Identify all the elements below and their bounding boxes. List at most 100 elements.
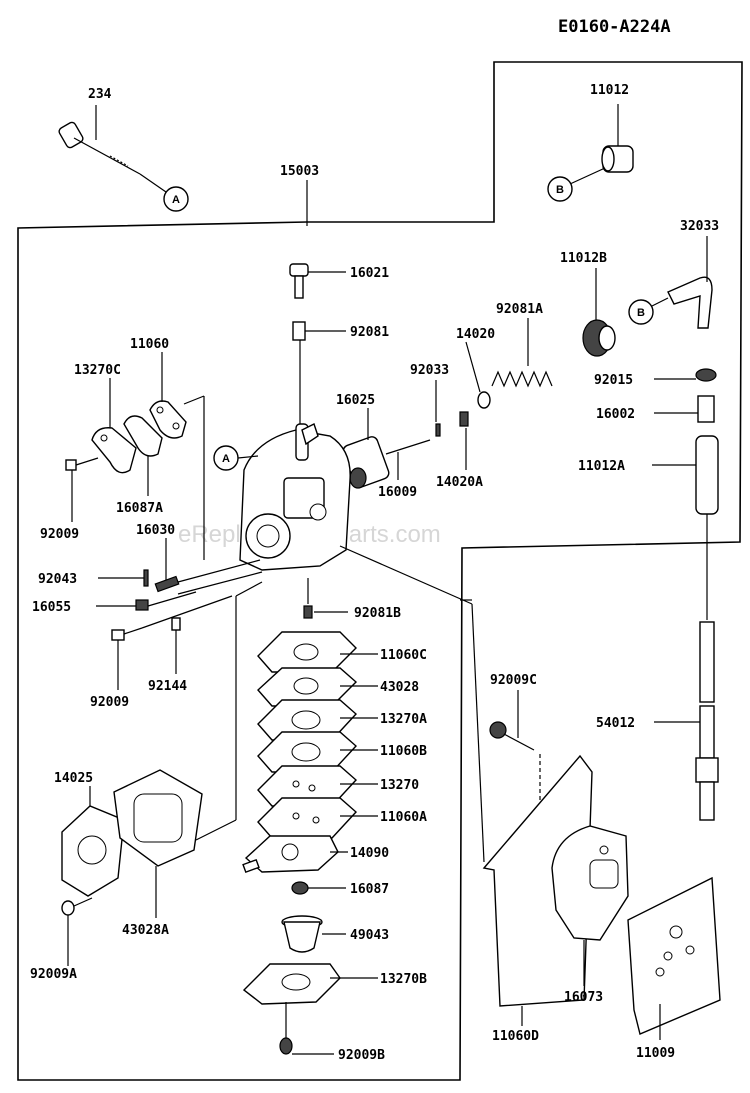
pin-92043 xyxy=(143,569,149,587)
label-13270A: 13270A xyxy=(380,712,427,727)
ref-b-mid: B xyxy=(637,307,645,319)
ref-a-body: A xyxy=(222,453,230,465)
diagram-code: E0160-A224A xyxy=(558,17,671,37)
ref-b-top: B xyxy=(556,184,564,196)
label-11012B: 11012B xyxy=(560,251,607,266)
ref-a-top: A xyxy=(172,194,180,206)
label-16025: 16025 xyxy=(336,393,375,408)
link-body-right-down xyxy=(471,603,485,863)
primer-bulb-49043 xyxy=(281,915,323,953)
lever-16030 xyxy=(154,575,180,593)
link-43028A xyxy=(195,819,237,841)
label-43028: 43028 xyxy=(380,680,419,695)
link-body-right xyxy=(339,545,473,605)
label-13270B: 13270B xyxy=(380,972,427,987)
insulator-16073 xyxy=(551,825,629,941)
ref-circle-b-top xyxy=(547,176,573,202)
label-43028A: 43028A xyxy=(122,923,169,938)
spring-92144 xyxy=(171,617,181,631)
diaphragm-cover-14025 xyxy=(61,805,125,897)
pump-cover-14090 xyxy=(242,835,339,874)
needle-16009 xyxy=(385,439,431,455)
ref-circle-a-top xyxy=(163,186,189,212)
label-16009: 16009 xyxy=(378,485,417,500)
cable-54012 xyxy=(695,621,719,821)
leader-ref-a-top xyxy=(139,173,167,193)
assembly-boundary xyxy=(17,61,743,1081)
gasket-13270 xyxy=(257,765,358,807)
label-13270: 13270 xyxy=(380,778,419,793)
label-11012A: 11012A xyxy=(578,459,625,474)
ring-16087 xyxy=(291,881,309,895)
plate-13270B xyxy=(242,963,341,1005)
label-92081: 92081 xyxy=(350,325,389,340)
label-14020A: 14020A xyxy=(436,475,483,490)
label-92033: 92033 xyxy=(410,363,449,378)
label-92081B: 92081B xyxy=(354,606,401,621)
plate-43028A xyxy=(113,769,203,867)
label-92009A: 92009A xyxy=(30,967,77,982)
link-16055 xyxy=(147,591,197,607)
label-92015: 92015 xyxy=(594,373,633,388)
clip-14020A xyxy=(459,411,469,427)
label-234: 234 xyxy=(88,87,112,102)
nut-16055 xyxy=(135,599,149,611)
washer-92015 xyxy=(695,368,717,382)
label-16055: 16055 xyxy=(32,600,71,615)
sleeve-11012 xyxy=(601,145,634,173)
label-11060C: 11060C xyxy=(380,648,427,663)
spring-92081A xyxy=(491,370,553,388)
screw-92009A xyxy=(61,897,93,916)
gasket-11060C xyxy=(257,631,357,673)
label-49043: 49043 xyxy=(350,928,389,943)
label-11060A: 11060A xyxy=(380,810,427,825)
label-14025: 14025 xyxy=(54,771,93,786)
carburetor-body xyxy=(239,423,351,571)
screw-92081B xyxy=(303,605,313,619)
link-rod xyxy=(177,559,261,583)
label-13270C: 13270C xyxy=(74,363,121,378)
label-11060B: 11060B xyxy=(380,744,427,759)
bolt-92009C xyxy=(489,721,535,751)
pin-92033 xyxy=(435,423,441,437)
label-92009-lower: 92009 xyxy=(90,695,129,710)
fitting-11012B xyxy=(582,319,616,357)
label-11012: 11012 xyxy=(590,83,629,98)
link-43028A-top xyxy=(235,581,263,597)
gasket-11060A xyxy=(257,797,358,839)
label-92144: 92144 xyxy=(148,679,187,694)
link-rod-2 xyxy=(177,571,263,595)
label-15003: 15003 xyxy=(280,164,319,179)
label-14090: 14090 xyxy=(350,846,389,861)
label-16030: 16030 xyxy=(136,523,175,538)
bracket-13270C xyxy=(91,427,137,474)
label-92009B: 92009B xyxy=(338,1048,385,1063)
leader-ref-a-body xyxy=(237,455,259,459)
label-16002: 16002 xyxy=(596,407,635,422)
nut-16002 xyxy=(697,395,715,423)
screw-92009-lower xyxy=(111,627,143,641)
gasket-11009 xyxy=(627,876,721,1035)
screw-92009B xyxy=(279,1002,293,1055)
solenoid-16025 xyxy=(342,436,390,489)
plate-16087A xyxy=(123,415,163,457)
gasket-13270A xyxy=(257,699,358,741)
leader-ref-b-top xyxy=(569,167,606,185)
screw-16021 xyxy=(289,263,309,299)
gasket-11060D xyxy=(482,754,593,1007)
label-54012: 54012 xyxy=(596,716,635,731)
label-92009C: 92009C xyxy=(490,673,537,688)
label-11060D: 11060D xyxy=(492,1029,539,1044)
screw-92009-left xyxy=(65,457,99,471)
label-16087A: 16087A xyxy=(116,501,163,516)
label-32033: 32033 xyxy=(680,219,719,234)
spring-92081 xyxy=(292,321,306,341)
leader-14020 xyxy=(465,341,481,393)
ref-circle-b-mid xyxy=(628,299,654,325)
elbow-tube-32033 xyxy=(667,276,713,329)
washer-14020 xyxy=(477,391,491,409)
bolt-234 xyxy=(58,121,141,175)
gasket-11060B xyxy=(257,731,358,773)
tube-11012A xyxy=(695,435,719,515)
